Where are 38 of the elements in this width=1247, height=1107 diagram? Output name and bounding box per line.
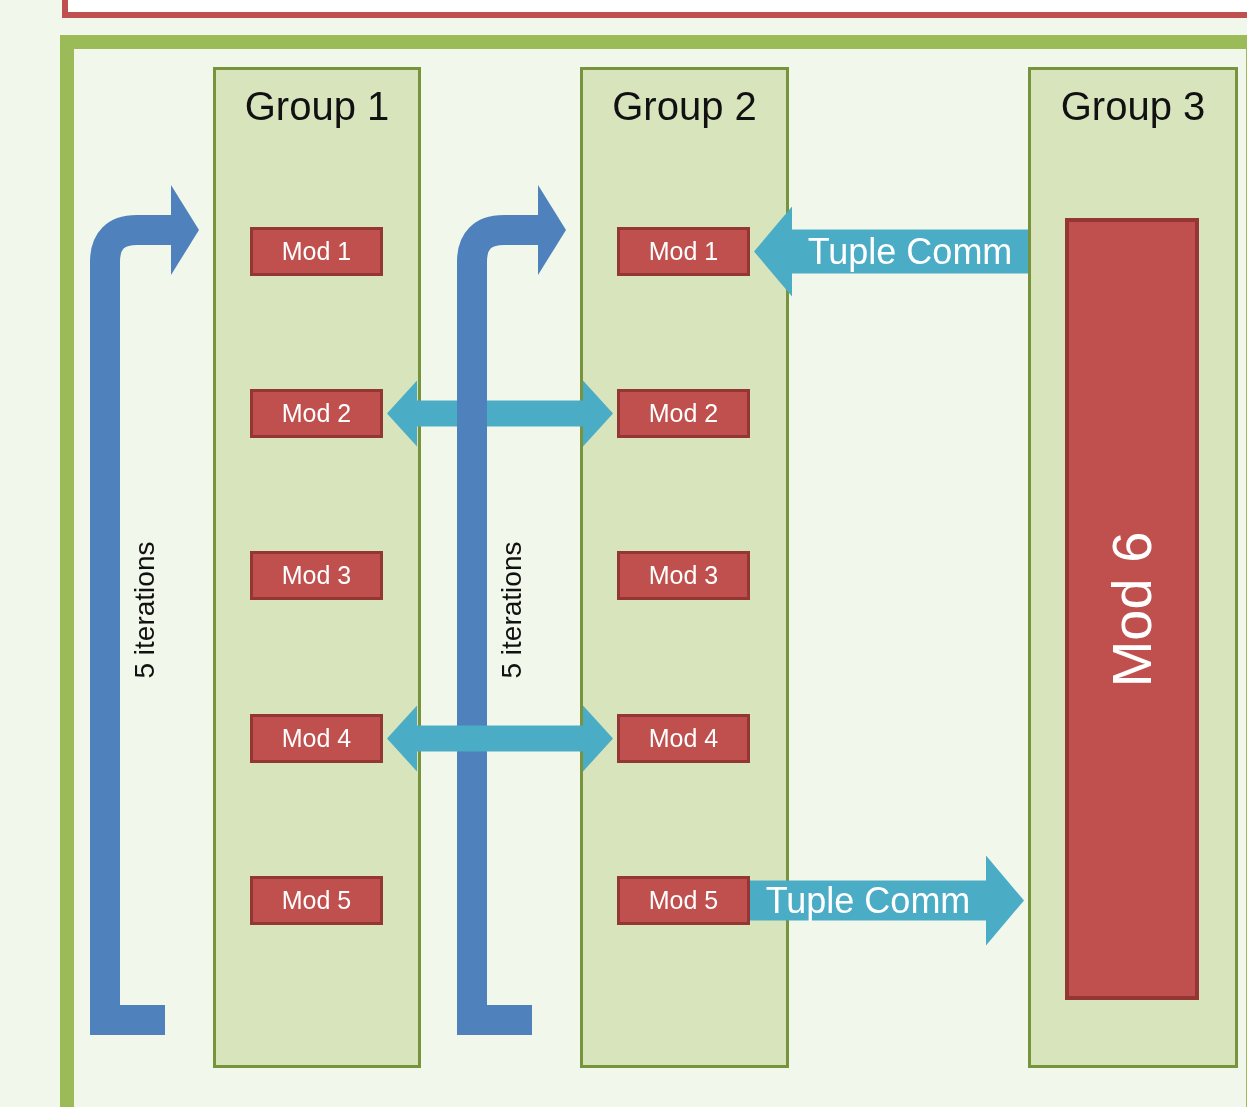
group-panel — [213, 67, 421, 1068]
module-label: Mod 3 — [648, 561, 719, 590]
module-label: Mod 5 — [648, 886, 719, 915]
module-box — [250, 876, 383, 925]
module-label: Mod 2 — [648, 399, 719, 428]
module-box — [250, 714, 383, 763]
group-title: Group 3 — [1059, 84, 1207, 129]
module-label: Mod 4 — [281, 724, 352, 753]
loop-arrow — [457, 185, 566, 1035]
module-box — [250, 389, 383, 438]
module-label: Mod 5 — [281, 886, 352, 915]
edge-label: Tuple Comm — [765, 879, 971, 922]
arrow — [754, 206, 1028, 297]
double-arrow — [387, 705, 613, 772]
module-label: Mod 1 — [281, 237, 352, 266]
module-label: Mod 1 — [648, 237, 719, 266]
module-box — [617, 551, 750, 600]
module-label: Mod 4 — [648, 724, 719, 753]
edge-label: 5 iterations — [129, 541, 161, 679]
module-box — [250, 227, 383, 276]
group-panel — [1028, 67, 1238, 1068]
double-arrow — [387, 380, 613, 447]
module-box — [617, 876, 750, 925]
edge-label: 5 iterations — [496, 541, 528, 679]
module-box — [617, 227, 750, 276]
module-label: Mod 3 — [281, 561, 352, 590]
edge-label: Tuple Comm — [807, 230, 1013, 273]
loop-arrow — [90, 185, 199, 1035]
arrow — [750, 855, 1024, 946]
module-label: Mod 6 — [1099, 531, 1165, 687]
group-title: Group 1 — [243, 84, 391, 129]
module-box — [1065, 218, 1199, 1000]
module-box — [617, 714, 750, 763]
module-label: Mod 2 — [281, 399, 352, 428]
frame-box — [60, 35, 1247, 1107]
module-box — [250, 551, 383, 600]
module-box — [617, 389, 750, 438]
group-title: Group 2 — [611, 84, 758, 129]
